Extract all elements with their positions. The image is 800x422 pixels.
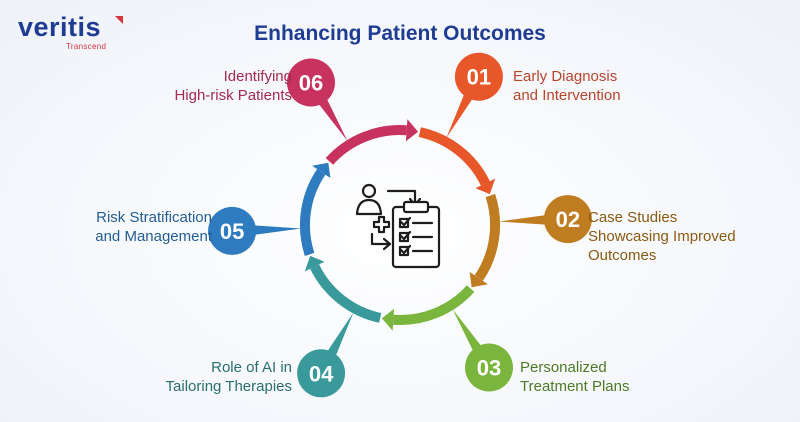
step-label-line: Outcomes xyxy=(588,247,657,264)
step-label-line: Risk Stratification xyxy=(96,209,212,226)
step-label-line: Tailoring Therapies xyxy=(165,378,292,395)
cycle-segment-01 xyxy=(418,127,490,186)
step-badges: 01 02 03 04 05 06 xyxy=(208,52,592,398)
step-badge-04 xyxy=(297,349,346,398)
step-badge-02 xyxy=(543,195,592,244)
arrowhead-icon xyxy=(469,272,488,288)
step-number-01: 01 xyxy=(467,65,491,90)
step-05-label: Risk Stratification and Management xyxy=(95,208,212,246)
logo-accent-icon xyxy=(115,16,123,24)
step-number-05: 05 xyxy=(220,219,244,244)
step-label-line: Case Studies xyxy=(588,209,678,226)
step-badge-05 xyxy=(208,206,257,255)
cycle-segment-04 xyxy=(310,264,382,323)
step-01-label: Early Diagnosis and Intervention xyxy=(513,67,621,105)
cycle-segment-05 xyxy=(299,169,326,256)
step-badge-03 xyxy=(465,343,513,392)
step-number-06: 06 xyxy=(299,71,323,96)
step-label-line: Personalized xyxy=(520,359,607,376)
step-label-line: and Intervention xyxy=(513,87,621,104)
cycle-segment-03 xyxy=(393,285,475,326)
cycle-segment-02 xyxy=(474,194,501,281)
step-badge-01 xyxy=(454,52,503,101)
step-number-02: 02 xyxy=(556,207,580,232)
veritis-logo: veritis Transcend xyxy=(18,12,123,51)
step-label-line: High-risk Patients xyxy=(174,87,292,104)
logo-wordmark: veritis xyxy=(18,12,102,42)
step-number-03: 03 xyxy=(477,356,501,381)
step-label-line: Identifying xyxy=(223,68,292,85)
step-label-line: Treatment Plans xyxy=(520,378,630,395)
arrowhead-icon xyxy=(405,119,419,142)
arrowhead-icon xyxy=(304,255,325,272)
arrowhead-icon xyxy=(475,178,496,195)
page-title: Enhancing Patient Outcomes xyxy=(254,22,546,45)
step-number-04: 04 xyxy=(309,361,334,386)
arrowhead-icon xyxy=(312,162,331,178)
arrowhead-icon xyxy=(381,308,395,331)
step-badge-06 xyxy=(287,58,335,107)
step-label-line: Early Diagnosis xyxy=(513,68,618,85)
logo-tagline: Transcend xyxy=(66,42,107,51)
cycle-segment-06 xyxy=(325,124,407,165)
step-label-line: Role of AI in xyxy=(211,359,292,376)
clipboard-checklist-doctor-icon xyxy=(355,183,441,269)
step-label-line: Showcasing Improved xyxy=(588,228,736,245)
step-04-label: Role of AI in Tailoring Therapies xyxy=(166,358,292,396)
step-label-line: and Management xyxy=(95,228,212,245)
